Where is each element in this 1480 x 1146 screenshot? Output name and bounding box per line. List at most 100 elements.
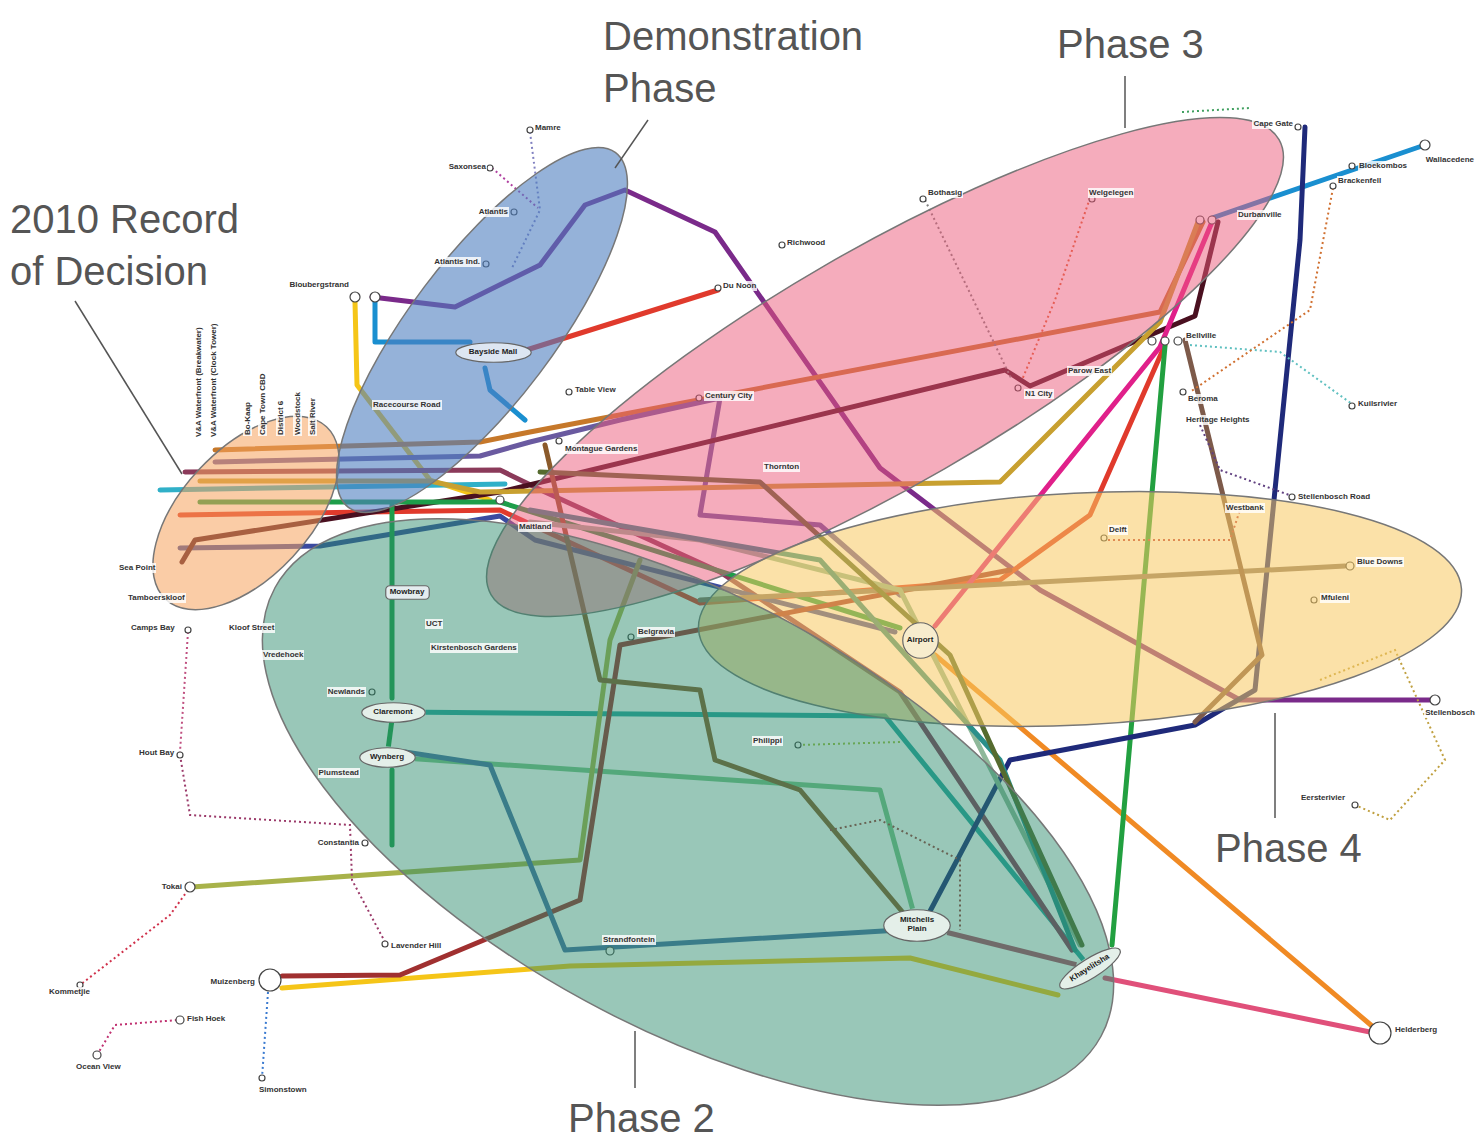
station-hub: Airport: [902, 622, 939, 659]
station-label: Bloekombos: [1358, 161, 1408, 170]
station-label: Richwood: [786, 238, 826, 247]
station-dot: [496, 496, 504, 504]
station-label: Ocean View: [75, 1062, 122, 1071]
station-label: Saxonsea: [448, 162, 487, 171]
station-label: Salt River: [308, 397, 317, 436]
station-label: N1 City: [1024, 389, 1054, 398]
feeder-line: [262, 992, 268, 1078]
station-dot: [1420, 140, 1430, 150]
station-label: Kuilsrivier: [1357, 399, 1398, 408]
station-label: Plumstead: [318, 768, 360, 777]
phase-callout: Phase 4: [1215, 822, 1415, 874]
station-label: Maitland: [518, 522, 552, 531]
station-dot: [566, 389, 572, 395]
station-label: Wallacedene: [1425, 155, 1475, 164]
station-label: Vredehoek: [262, 650, 304, 659]
station-label: Westbank: [1225, 503, 1265, 512]
phase-callout: Phase 3: [1057, 18, 1257, 70]
hub-name: Mitchells Plain: [896, 916, 938, 934]
station-label: Sea Point: [118, 563, 156, 572]
hub-shape: [385, 585, 429, 599]
leader-line: [634, 1031, 636, 1088]
station-dot: [487, 165, 493, 171]
station-label: Century City: [704, 391, 754, 400]
station-label: Simonstown: [258, 1085, 308, 1094]
station-hub: Mitchells Plain: [883, 909, 951, 942]
station-hub: Khayelitsha: [1054, 940, 1126, 996]
station-label: Lavender Hill: [390, 941, 442, 950]
station-label: Cape Town CBD: [258, 372, 267, 436]
station-label: Newlands: [327, 687, 366, 696]
station-label: Delft: [1108, 525, 1128, 534]
phase-region: [172, 399, 1203, 1146]
leader-line: [75, 301, 182, 474]
station-label: Bloubergstrand: [288, 280, 350, 289]
station-label: Kloof Street: [228, 623, 275, 632]
station-label: Strandfontein: [602, 935, 656, 944]
station-label: Stellenbosch Road: [1297, 492, 1371, 501]
station-label: Racecourse Road: [372, 400, 442, 409]
station-dot: [370, 292, 380, 302]
leader-line: [1274, 713, 1276, 818]
hub-shape: [902, 622, 938, 658]
station-label: Constantia: [317, 838, 360, 847]
station-label: Eersterivier: [1300, 793, 1346, 802]
phase-regions: [119, 37, 1468, 1146]
station-dot: [556, 438, 562, 444]
station-hub: Wynberg: [359, 747, 416, 768]
station-label: Philippi: [752, 736, 783, 745]
feeder-line: [97, 1020, 178, 1055]
station-label: Helderberg: [1394, 1025, 1438, 1034]
station-label: Kirstenbosch Gardens: [430, 643, 518, 652]
hub-shape: [359, 747, 415, 767]
station-dot: [259, 1075, 265, 1081]
station-label: Stellenbosch: [1424, 708, 1476, 717]
station-dot: [920, 196, 926, 202]
station-hub: Claremont: [361, 702, 426, 723]
station-label: Atlantis Ind.: [433, 257, 481, 266]
leader-lines: [75, 76, 1275, 1088]
hub-shape: [1055, 941, 1125, 995]
station-label: Blue Downs: [1356, 557, 1404, 566]
station-dot: [177, 752, 183, 758]
station-dot: [1349, 163, 1355, 169]
feeder-line: [1200, 425, 1292, 496]
station-hub: Mowbray: [385, 585, 430, 600]
hub-name: Bayside Mall: [469, 348, 517, 357]
leader-line: [1124, 76, 1126, 128]
station-hub: Bayside Mall: [455, 342, 532, 363]
leader-line: [615, 120, 648, 168]
station-label: Bellville: [1185, 331, 1217, 340]
station-label: Mfuleni: [1320, 593, 1350, 602]
station-dot: [382, 941, 388, 947]
station-dot: [1430, 695, 1440, 705]
station-label: Table View: [574, 385, 617, 394]
hub-shape: [361, 702, 425, 722]
station-dot: [1174, 337, 1182, 345]
hub-name: Airport: [907, 636, 934, 645]
station-dot: [1289, 494, 1295, 500]
station-dot: [350, 292, 360, 302]
station-label: V&A Waterfront (Breakwater): [194, 326, 203, 438]
station-label: Bo-Kaap: [243, 401, 252, 436]
hub-name: Mowbray: [390, 588, 425, 597]
station-label: Durbanville: [1237, 210, 1283, 219]
feeder-line: [1182, 108, 1250, 112]
station-label: Tokai: [161, 882, 183, 891]
station-dot: [259, 969, 281, 991]
station-dot: [185, 882, 195, 892]
phase-callout: 2010 Record of Decision: [10, 193, 270, 297]
station-label: Belgravia: [637, 627, 675, 636]
station-dot: [1349, 403, 1355, 409]
station-label: Brackenfell: [1337, 176, 1382, 185]
station-label: Parow East: [1067, 366, 1112, 375]
station-label: Du Noon: [722, 281, 757, 290]
station-dot: [1161, 337, 1169, 345]
station-label: Bothasig: [927, 188, 963, 197]
station-dot: [779, 242, 785, 248]
station-label: Kommetjie: [48, 987, 91, 996]
station-label: Fish Hoek: [186, 1014, 226, 1023]
station-dot: [93, 1051, 101, 1059]
station-label: Cape Gate: [1252, 119, 1294, 128]
